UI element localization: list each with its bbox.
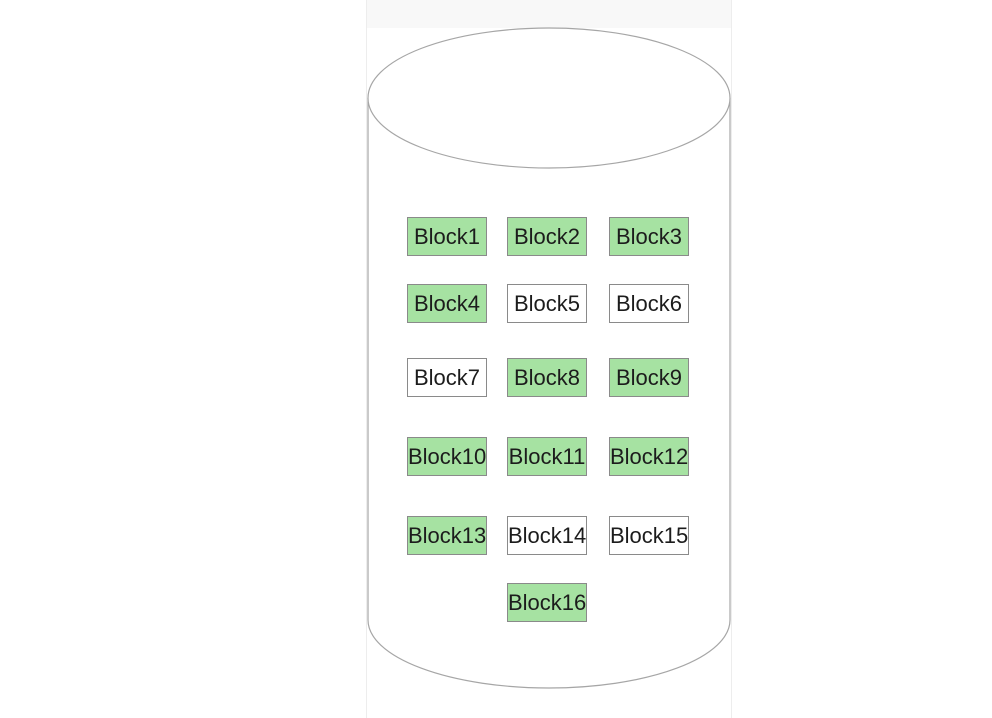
block-block4: Block4 — [407, 284, 487, 323]
canvas-top-strip — [367, 0, 731, 28]
block-block3: Block3 — [609, 217, 689, 256]
block-block10: Block10 — [407, 437, 487, 476]
block-block8: Block8 — [507, 358, 587, 397]
block-block7: Block7 — [407, 358, 487, 397]
cylinder-top-ellipse — [367, 27, 731, 169]
block-block14: Block14 — [507, 516, 587, 555]
block-block15: Block15 — [609, 516, 689, 555]
block-block13: Block13 — [407, 516, 487, 555]
block-block1: Block1 — [407, 217, 487, 256]
block-block9: Block9 — [609, 358, 689, 397]
block-block6: Block6 — [609, 284, 689, 323]
block-block16: Block16 — [507, 583, 587, 622]
block-block5: Block5 — [507, 284, 587, 323]
block-block12: Block12 — [609, 437, 689, 476]
block-block11: Block11 — [507, 437, 587, 476]
block-block2: Block2 — [507, 217, 587, 256]
